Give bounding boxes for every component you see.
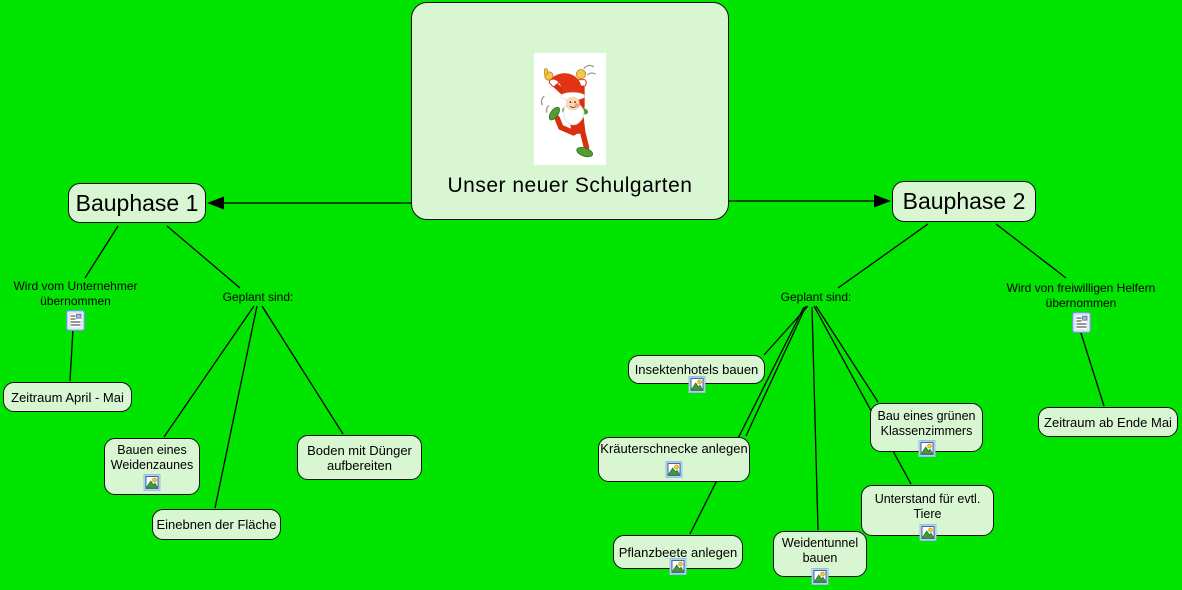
node-task-kraeuterschnecke[interactable]: Kräuterschnecke anlegen [598, 437, 750, 482]
assignee-1-line2: übernommen [40, 294, 111, 308]
node-task-insektenhotels[interactable]: Insektenhotels bauen [628, 355, 765, 393]
task-text: Kräuterschnecke anlegen [600, 441, 748, 456]
task-text: Pflanzbeete anlegen [618, 544, 738, 560]
picture-icon[interactable] [688, 376, 705, 393]
assignee-1-line1: Wird vom Unternehmer [13, 279, 138, 293]
node-task-unterstand[interactable]: Unterstand für evtl. Tiere [861, 485, 994, 541]
task-text: bauen [802, 551, 838, 565]
node-task-duenger[interactable]: Boden mit Dünger aufbereiten [297, 435, 422, 480]
task-text: aufbereiten [326, 457, 393, 473]
picture-icon[interactable] [918, 440, 935, 457]
root-node-title: Unser neuer Schulgarten [447, 174, 693, 197]
note-icon[interactable] [66, 310, 85, 331]
bauphase-2-title: Bauphase 2 [902, 188, 1026, 214]
arrowhead [207, 196, 224, 210]
label-assignee-bauphase-2[interactable]: Wird von freiwilligen Helfern übernommen [995, 281, 1167, 333]
task-text: Tiere [913, 506, 942, 521]
bauphase-1-title: Bauphase 1 [75, 189, 199, 216]
node-task-pflanzbeete[interactable]: Pflanzbeete anlegen [613, 535, 743, 575]
label-assignee-bauphase-1[interactable]: Wird vom Unternehmer übernommen [4, 279, 147, 331]
node-bauphase-2[interactable]: Bauphase 2 [892, 181, 1036, 222]
geplant-1-text: Geplant sind: [222, 290, 294, 304]
node-task-klassenzimmer[interactable]: Bau eines grünen Klassenzimmers [870, 403, 983, 457]
task-text: Klassenzimmers [880, 423, 973, 438]
note-icon[interactable] [1071, 312, 1091, 333]
geplant-2-text: Geplant sind: [780, 290, 852, 304]
task-text: Unterstand für evtl. [874, 491, 981, 506]
node-zeitraum-ende-mai[interactable]: Zeitraum ab Ende Mai [1038, 407, 1178, 437]
node-task-einebnen[interactable]: Einebnen der Fläche [152, 509, 281, 540]
assignee-2-line2: übernommen [1045, 296, 1117, 310]
picture-icon[interactable] [811, 568, 829, 585]
node-zeitraum-april-mai[interactable]: Zeitraum April - Mai [3, 382, 132, 412]
task-text: Insektenhotels bauen [634, 362, 759, 377]
node-task-weidentunnel[interactable]: Weidentunnel bauen [773, 531, 867, 585]
task-text: Bau eines grünen [877, 408, 976, 423]
picture-icon[interactable] [665, 461, 683, 478]
task-text: Weidenzaunes [110, 458, 194, 472]
gnome-image [534, 53, 606, 165]
label-geplant-bauphase-1[interactable]: Geplant sind: [214, 290, 302, 305]
task-text: Weidentunnel [781, 536, 859, 550]
assignee-2-line1: Wird von freiwilligen Helfern [1006, 281, 1156, 295]
label-geplant-bauphase-2[interactable]: Geplant sind: [772, 290, 860, 305]
root-node[interactable]: Unser neuer Schulgarten [411, 2, 729, 220]
node-task-weidenzaun[interactable]: Bauen eines Weidenzaunes [104, 438, 200, 495]
zeitraum-1-text: Zeitraum April - Mai [11, 389, 124, 405]
node-bauphase-1[interactable]: Bauphase 1 [68, 183, 206, 223]
picture-icon[interactable] [669, 558, 687, 575]
picture-icon[interactable] [919, 524, 936, 541]
zeitraum-2-text: Zeitraum ab Ende Mai [1044, 414, 1172, 430]
task-text: Boden mit Dünger [307, 442, 412, 458]
task-text: Bauen eines [117, 443, 187, 457]
picture-icon[interactable] [143, 474, 161, 491]
arrowhead [874, 194, 891, 208]
task-text: Einebnen der Fläche [156, 517, 277, 532]
